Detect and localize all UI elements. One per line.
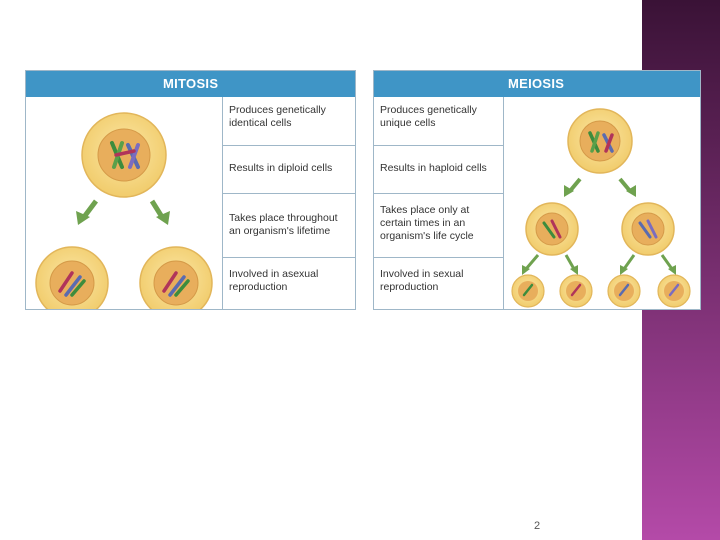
arrow-gen2 [522, 254, 676, 275]
mitosis-panel: MITOSIS [25, 70, 356, 310]
meiosis-cell-gen2-right [621, 202, 675, 256]
parent-cell [81, 112, 167, 198]
meiosis-fact: Takes place only at certain times in an … [374, 193, 503, 257]
meiosis-body: Produces genetically unique cells Result… [374, 97, 700, 309]
daughter-cell-right [139, 246, 213, 309]
arrow-down-left [76, 199, 98, 225]
mitosis-fact: Produces genetically identical cells [229, 104, 326, 129]
mitosis-header: MITOSIS [26, 71, 355, 97]
mitosis-diagram [26, 97, 223, 309]
meiosis-fact: Results in haploid cells [374, 145, 503, 193]
meiosis-header: MEIOSIS [374, 71, 700, 97]
mitosis-fact: Involved in asexual reproduction [223, 257, 355, 309]
arrow-gen1-right [618, 177, 636, 197]
meiosis-cell-gen3-1 [511, 274, 545, 308]
meiosis-parent-cell [567, 108, 633, 174]
meiosis-diagram [504, 97, 700, 309]
meiosis-title: MEIOSIS [508, 76, 565, 91]
meiosis-cell-gen2-left [525, 202, 579, 256]
page-number: 2 [533, 520, 541, 532]
meiosis-facts: Produces genetically unique cells Result… [374, 97, 504, 309]
mitosis-fact: Results in diploid cells [223, 145, 355, 193]
meiosis-cell-gen3-2 [559, 274, 593, 308]
meiosis-cell-gen3-3 [607, 274, 641, 308]
meiosis-cell-diagram [511, 108, 691, 308]
meiosis-cell-gen3-4 [657, 274, 691, 308]
meiosis-fact: Involved in sexual reproduction [374, 257, 503, 309]
mitosis-cell-diagram [35, 112, 213, 309]
arrow-down-right [149, 199, 170, 225]
meiosis-panel: MEIOSIS Produces genetically unique cell… [373, 70, 701, 310]
meiosis-fact: Produces genetically unique cells [380, 104, 477, 129]
arrow-gen1-left [564, 177, 582, 197]
mitosis-title: MITOSIS [163, 76, 219, 91]
mitosis-facts: Produces genetically identical cells Res… [223, 97, 355, 309]
mitosis-body: Produces genetically identical cells Res… [26, 97, 355, 309]
mitosis-fact: Takes place throughout an organism's lif… [223, 193, 355, 257]
daughter-cell-left [35, 246, 109, 309]
